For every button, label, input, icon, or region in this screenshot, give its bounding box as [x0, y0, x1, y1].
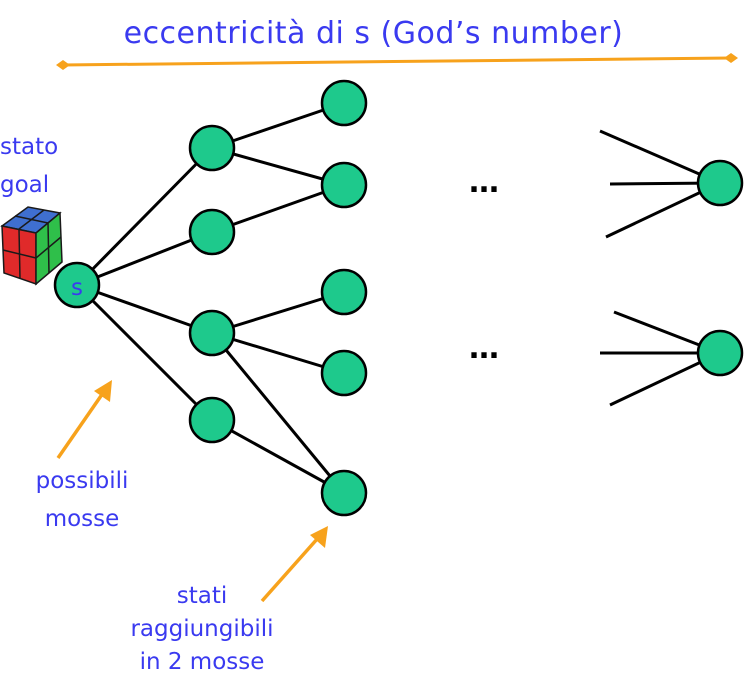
- edge: [75, 146, 214, 287]
- edge: [76, 283, 213, 335]
- edge: [211, 418, 345, 495]
- reach-pointer-arrow: [260, 526, 328, 603]
- start-state-label: stato goal: [0, 128, 58, 204]
- graph-nodes: [188, 79, 744, 517]
- ellipsis-bottom: …: [469, 331, 499, 366]
- node-level2: [320, 469, 368, 517]
- moves-label-line2: mosse: [44, 506, 120, 532]
- root-node-label: s: [71, 275, 83, 301]
- start-label-line1: stato: [0, 134, 59, 160]
- reach-label-line1: stati: [176, 583, 228, 609]
- node-level1: [188, 396, 236, 444]
- node-level1: [188, 208, 236, 256]
- node-far: [696, 159, 744, 207]
- node-level1: [188, 124, 236, 172]
- rubiks-cube-icon: [0, 206, 63, 286]
- diagram-title: eccentricità di s (God’s number): [123, 16, 624, 51]
- edge: [211, 183, 345, 234]
- graph-edges: [75, 101, 721, 495]
- reachable-states-label: stati raggiungibili in 2 mosse: [122, 580, 282, 679]
- node-level2: [320, 79, 368, 127]
- moves-pointer-arrow: [56, 380, 112, 459]
- reach-label-line3: in 2 mosse: [139, 649, 265, 675]
- node-far: [696, 329, 744, 377]
- edge: [76, 230, 213, 287]
- possible-moves-label: possibili mosse: [22, 462, 142, 538]
- eccentricity-span-arrow: [56, 53, 738, 70]
- node-root: [53, 261, 101, 309]
- node-level2: [320, 349, 368, 397]
- node-level1: [188, 309, 236, 357]
- edge: [210, 332, 346, 494]
- node-level2: [320, 161, 368, 209]
- start-label-line2: goal: [0, 172, 50, 198]
- moves-label-line1: possibili: [35, 468, 129, 494]
- ellipsis-top: …: [469, 165, 499, 200]
- reach-label-line2: raggiungibili: [130, 616, 274, 642]
- edge: [75, 283, 214, 422]
- node-level2: [320, 268, 368, 316]
